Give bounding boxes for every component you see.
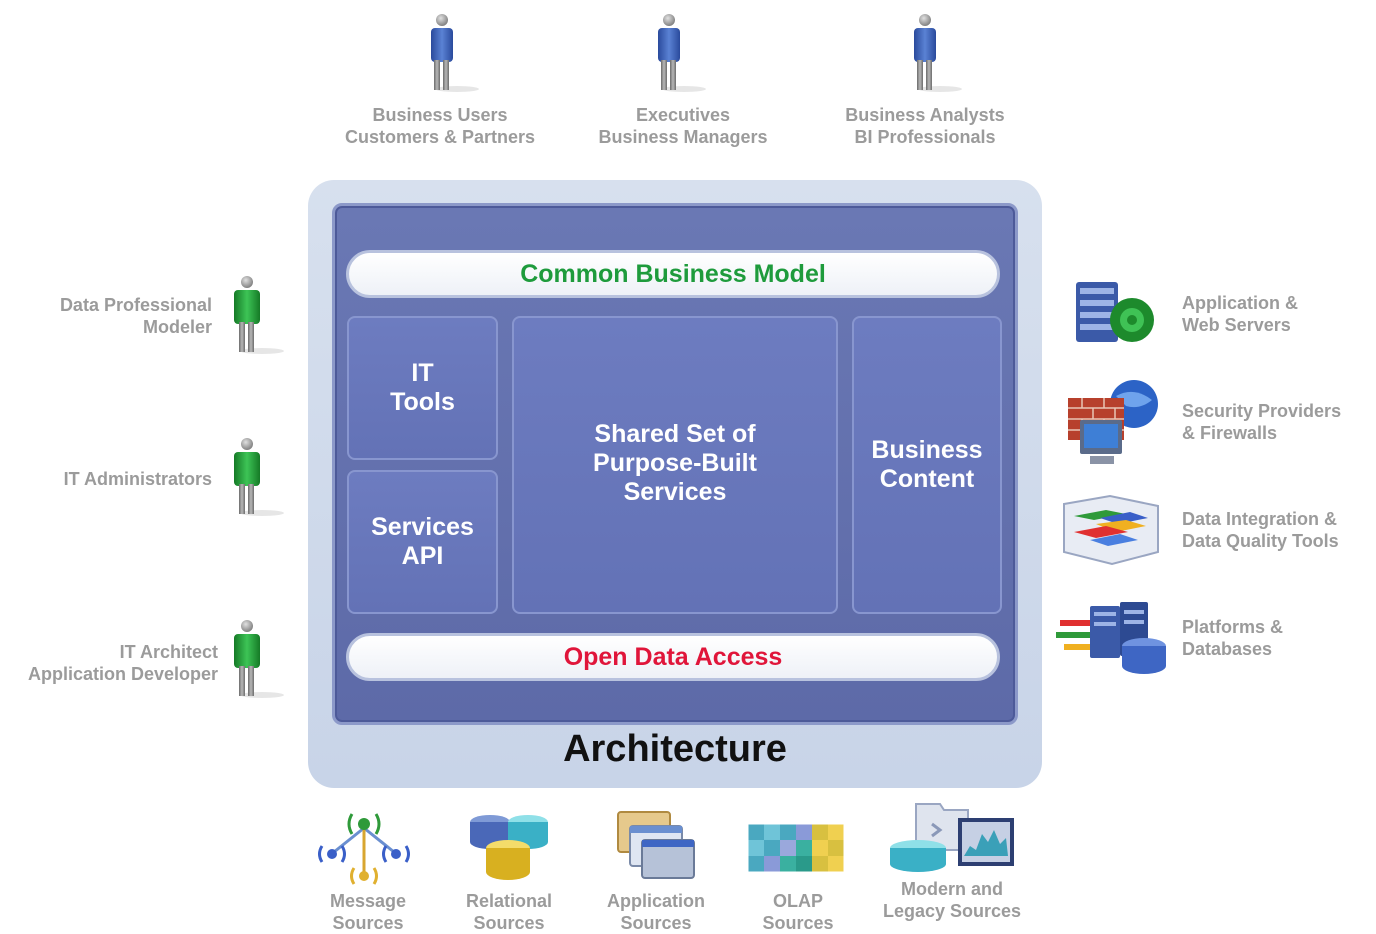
shared-services-line1: Shared Set of: [594, 420, 756, 448]
data-integration-label: Data Integration &Data Quality Tools: [1182, 509, 1339, 551]
common-business-model-label: Common Business Model: [520, 259, 826, 288]
shared-services-box: Shared Set of Purpose-Built Services: [512, 316, 838, 614]
firewall-icon: [1068, 380, 1158, 464]
business-content-line1: Business: [871, 436, 983, 464]
data-integration-icon: [1063, 494, 1159, 566]
it-architect-icon: [226, 612, 286, 706]
business-user-icon: [421, 8, 481, 98]
it-tools-line2: Tools: [390, 388, 455, 416]
olap-cube-icon: [747, 823, 845, 873]
services-api-line1: Services: [371, 513, 474, 541]
it-administrator-icon: [226, 430, 286, 524]
open-data-access-bar: Open Data Access: [346, 633, 1000, 681]
open-data-access-label: Open Data Access: [563, 642, 783, 671]
architecture-title: Architecture: [563, 728, 787, 770]
shared-services-line2: Purpose-Built: [593, 449, 757, 477]
shared-services-line3: Services: [623, 478, 727, 506]
it-tools-box: IT Tools: [347, 316, 498, 460]
business-analyst-icon: [904, 8, 964, 98]
data-professional-icon: [226, 268, 286, 362]
services-api-line2: API: [401, 542, 444, 570]
database-cylinders-icon: [470, 815, 548, 880]
it-tools-line1: IT: [411, 359, 434, 387]
common-business-model-bar: Common Business Model: [346, 250, 1000, 298]
business-content-line2: Content: [879, 465, 975, 493]
it-administrators-label: IT Administrators: [63, 469, 212, 489]
wireless-signal-icon: [318, 813, 410, 885]
database-servers-icon: [1056, 602, 1166, 674]
server-gear-icon: [1076, 282, 1154, 342]
services-api-box: Services API: [347, 470, 498, 614]
business-content-box: Business Content: [852, 316, 1002, 614]
application-windows-icon: [617, 811, 695, 879]
security-providers-label: Security Providers& Firewalls: [1182, 401, 1342, 443]
app-web-servers-label: Application &Web Servers: [1182, 293, 1298, 335]
platforms-databases-label: Platforms &Databases: [1182, 617, 1284, 659]
executive-icon: [648, 8, 708, 98]
legacy-systems-icon: [890, 803, 1014, 872]
